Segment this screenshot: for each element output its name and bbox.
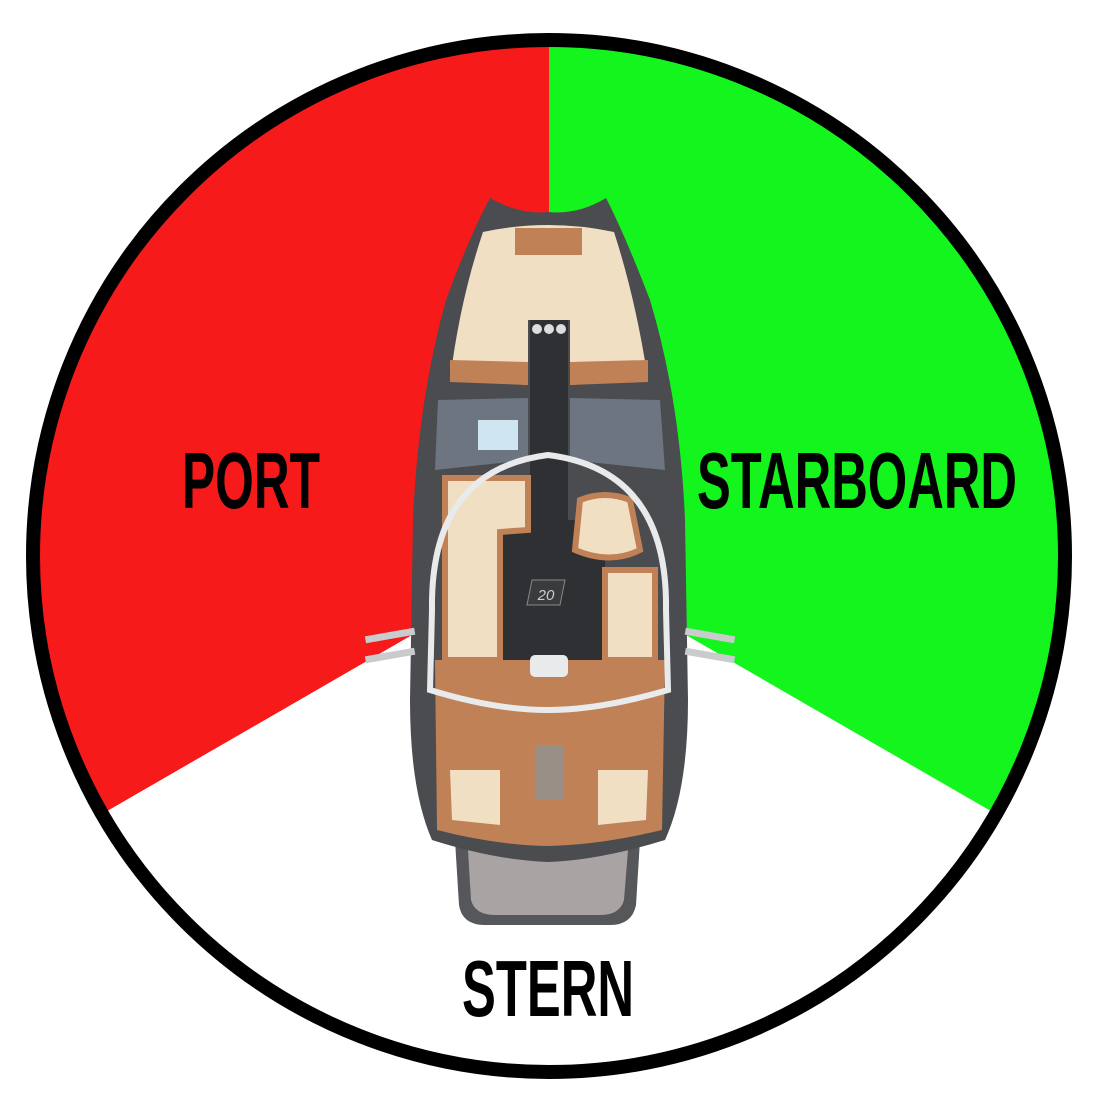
starboard-label: STARBOARD bbox=[697, 436, 1017, 525]
port-board-rack bbox=[364, 627, 416, 664]
sector-circle bbox=[26, 33, 1072, 1079]
light bbox=[544, 324, 554, 334]
model-badge-text: 20 bbox=[537, 587, 555, 604]
deck-walkway bbox=[500, 320, 605, 660]
stern-label: STERN bbox=[462, 944, 634, 1033]
display-screen bbox=[478, 420, 518, 450]
rear-hatch bbox=[535, 745, 563, 800]
tower-mount bbox=[530, 655, 568, 677]
starboard-lounge bbox=[602, 567, 658, 663]
bow-seat-trim bbox=[450, 228, 648, 385]
circle-border bbox=[26, 33, 1072, 1079]
boat-top-view: 20 bbox=[364, 198, 736, 925]
light bbox=[556, 324, 566, 334]
driver-seat bbox=[571, 492, 644, 561]
starboard-board-rack bbox=[684, 627, 736, 664]
windshield bbox=[435, 398, 665, 470]
wake-tower bbox=[426, 451, 672, 714]
rear-cushions bbox=[450, 770, 648, 825]
swim-platform-pad bbox=[468, 850, 628, 915]
bow-seat bbox=[450, 225, 648, 385]
model-badge: 20 bbox=[526, 579, 566, 606]
port-label: PORT bbox=[182, 436, 320, 525]
light bbox=[532, 324, 542, 334]
